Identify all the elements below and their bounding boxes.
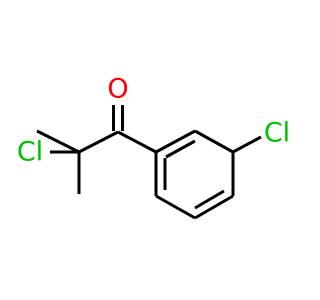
ring-chlorine-label: Cl (264, 118, 290, 149)
upper-methyl-bond (36, 129, 80, 154)
oxygen-atom-label: O (107, 74, 128, 105)
ring-bond-2 (194, 129, 234, 154)
carbonyl-to-quaternary-bond (78, 130, 119, 154)
carbonyl-to-ring-bond (117, 130, 157, 154)
alpha-chlorine-label: Cl (17, 137, 43, 168)
ring-inner-bond-2 (194, 189, 225, 210)
ring-bond-1 (155, 129, 196, 154)
ring-bond-4 (194, 194, 234, 220)
ring-bond-5 (155, 194, 196, 220)
ring-chlorine-bond (232, 135, 262, 154)
ring-inner-bond-1 (165, 139, 196, 159)
chemical-structure-diagram: O Cl Cl (17, 74, 290, 220)
